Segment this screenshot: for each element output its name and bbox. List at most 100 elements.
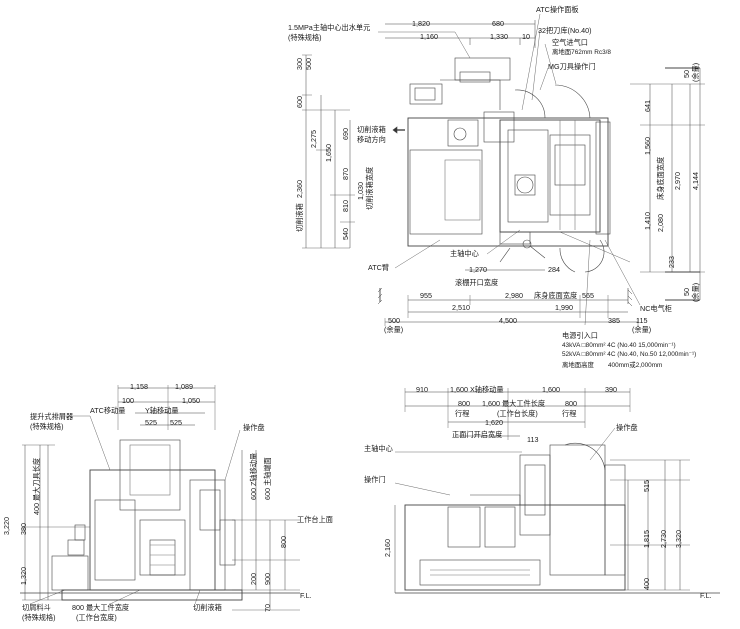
dim-10: 10 (522, 32, 530, 41)
power-43-label: 43kVA □80mm² 4C (No.40 15,000min⁻¹) (562, 342, 676, 349)
table-w-label: (工作台宽度) (76, 613, 117, 622)
dim-1410: 1,410 (643, 212, 652, 230)
x-move-label: 1,600 X轴移动量 (450, 385, 504, 394)
bed-depth-label: 床身底面宽度 (656, 156, 665, 200)
dim-525-b: 525 (170, 418, 182, 427)
dim-200: 200 (249, 573, 258, 585)
dim-800-front-b: 800 (565, 399, 577, 408)
fl-right: F.L. (700, 591, 712, 600)
dim-2730: 2,730 (659, 530, 668, 548)
dim-500-top: 500 (304, 58, 313, 70)
dim-113: 113 (527, 435, 539, 444)
chip-lift-note: (特殊规格) (30, 422, 64, 431)
tool-mag-label: 32把刀库(No.40) (538, 26, 592, 35)
sub-tank-label: 切削液箱宽度 (365, 166, 374, 210)
dim-641: 641 (643, 100, 652, 112)
dim-1330: 1,330 (490, 32, 508, 41)
dim-50-top: 50 (682, 70, 691, 78)
margin-left: (余量) (384, 325, 404, 334)
table-len-label: (工作台长度) (497, 409, 538, 418)
dim-385: 385 (608, 316, 620, 325)
dim-1820: 1,820 (412, 19, 430, 28)
dim-380: 380 (19, 523, 28, 535)
table-top-label: 工作台上面 (297, 515, 333, 524)
op-panel-left: 操作盘 (243, 423, 265, 432)
cut-tank-label: 切削液箱 (295, 203, 304, 232)
side-view (20, 385, 300, 611)
dim-70: 70 (263, 604, 272, 612)
dim-1089: 1,089 (175, 382, 193, 391)
dim-1270: 1,270 (469, 265, 487, 274)
dim-2510: 2,510 (452, 303, 470, 312)
dim-4144: 4,144 (691, 172, 700, 190)
margin-right: (余量) (632, 325, 652, 334)
max-work-w: 800 最大工件宽度 (72, 603, 130, 612)
dim-870: 870 (341, 168, 350, 180)
dim-390: 390 (605, 385, 617, 394)
dim-2970: 2,970 (673, 172, 682, 190)
dim-565: 565 (582, 291, 594, 300)
dim-1030: 1,030 (356, 182, 365, 200)
air-inlet-height: 离地面762mm Rc3/8 (552, 49, 611, 56)
spindle-table-label: 600 主轴端面 (263, 457, 272, 500)
dim-600-top: 600 (295, 96, 304, 108)
top-unit-label: 1.5MPa主轴中心出水单元 (288, 23, 371, 32)
dim-1990: 1,990 (555, 303, 573, 312)
travel-a: 行程 (455, 409, 470, 418)
dim-100: 100 (122, 396, 134, 405)
chip-lift-label: 提升式排屑器 (30, 412, 74, 421)
dim-300: 300 (295, 58, 304, 70)
plan-view (302, 13, 705, 326)
atc-arm-label: ATC臂 (368, 263, 390, 272)
z-move-label: 600 Z轴移动量 (249, 452, 258, 500)
dim-1815: 1,815 (642, 530, 651, 548)
dim-1050: 1,050 (182, 396, 200, 405)
dim-810: 810 (341, 200, 350, 212)
nc-cabinet-label: NC电气柜 (640, 304, 672, 313)
margin-top-right: (余量) (691, 62, 700, 82)
coolant-tank-label: 切削液箱 (193, 603, 222, 612)
dim-1158: 1,158 (130, 382, 148, 391)
op-panel-right: 操作盘 (616, 423, 638, 432)
max-tool-len: 400 最大刀具长度 (32, 457, 41, 515)
power-inlet-label: 电源引入口 (562, 331, 598, 340)
dim-910: 910 (416, 385, 428, 394)
dim-525-a: 525 (145, 418, 157, 427)
dim-3320: 3,320 (674, 530, 683, 548)
dim-900: 900 (263, 573, 272, 585)
dim-1600: 1,600 (542, 385, 560, 394)
power-52-label: 52kVA □80mm² 4C (No.40, No.50 12,000min⁻… (562, 351, 697, 358)
floor-height-label: 离地面高度 (562, 362, 594, 369)
atc-panel-label: ATC操作面板 (536, 5, 579, 14)
travel-b: 行程 (562, 409, 577, 418)
floor-height-value: 400mm或2,000mm (608, 362, 663, 369)
chip-dir-label: 切削液箱 (357, 125, 386, 134)
dim-400: 400 (642, 578, 651, 590)
y-move-label: Y轴移动量 (145, 406, 179, 415)
dim-500-left: 500 (388, 316, 400, 325)
fl-left: F.L. (300, 591, 312, 600)
chip-dir-note: 移动方向 (357, 135, 386, 144)
dim-540: 540 (341, 228, 350, 240)
top-unit-note: (特殊规格) (288, 33, 322, 42)
dim-284: 284 (548, 265, 560, 274)
dim-2275: 2,275 (309, 130, 318, 148)
dim-50-bottom: 50 (682, 288, 691, 296)
dim-2980: 2,980 (505, 291, 523, 300)
dim-1160: 1,160 (420, 32, 438, 41)
air-inlet-label: 空气进气口 (552, 38, 588, 47)
op-door-label: 操作门 (364, 475, 386, 484)
dim-800-front-a: 800 (458, 399, 470, 408)
spindle-center-top: 主轴中心 (450, 249, 479, 258)
dim-955: 955 (420, 291, 432, 300)
dim-515: 515 (642, 480, 651, 492)
dim-4500: 4,500 (499, 316, 517, 325)
front-view (394, 388, 720, 594)
dim-800-side: 800 (279, 536, 288, 548)
atc-move-label: ATC移动量 (90, 406, 126, 415)
dim-2080: 2,080 (656, 214, 665, 232)
chip-bucket-label: 切屑料斗 (22, 603, 51, 612)
bed-width-label: 床身底面宽度 (534, 291, 578, 300)
dim-1560: 1,560 (643, 137, 652, 155)
